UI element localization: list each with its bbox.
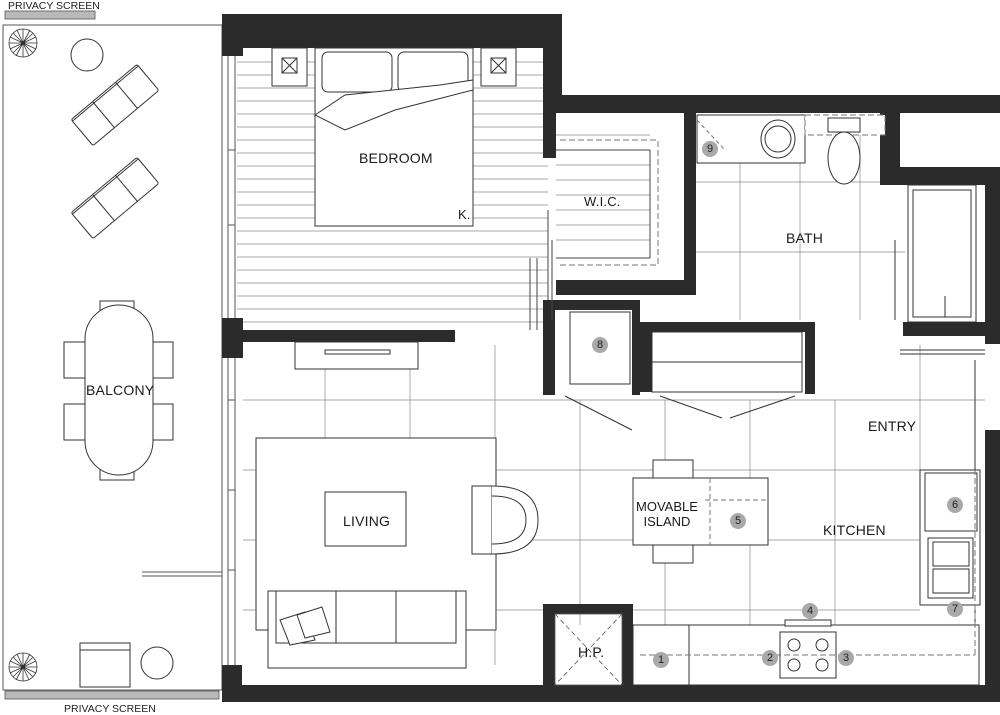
bath-fixtures: [696, 114, 977, 323]
windows: [227, 56, 236, 665]
key-marker-6: 6: [947, 497, 963, 513]
key-marker-9: 9: [702, 141, 718, 157]
room-label-hp: H.P.: [578, 644, 605, 660]
kitchen-counter: [632, 469, 981, 686]
room-label-bedroom: BEDROOM: [359, 150, 433, 166]
privacy-screen-label-top: PRIVACY SCREEN: [8, 0, 100, 12]
bed-size-label: K.: [458, 207, 471, 222]
island-label: MOVABLE ISLAND: [636, 499, 698, 529]
privacy-screen-label-bottom: PRIVACY SCREEN: [64, 703, 156, 715]
bedroom-furniture: [271, 47, 517, 227]
key-marker-4: 4: [802, 603, 818, 619]
tv-cabinet: [294, 341, 419, 370]
plant-icon-bottom: [8, 652, 38, 682]
room-label-balcony: BALCONY: [86, 382, 155, 398]
living-furniture: [255, 437, 539, 669]
balcony-furniture: [63, 38, 174, 688]
walls: [222, 14, 1000, 702]
kitchen-island: [632, 459, 769, 564]
privacy-screen-top: [4, 10, 96, 20]
key-marker-1: 1: [653, 652, 669, 668]
island-label-line1: MOVABLE: [636, 499, 698, 514]
key-marker-8: 8: [592, 337, 608, 353]
key-marker-5: 5: [730, 513, 746, 529]
wic-closet: [529, 139, 659, 330]
room-label-kitchen: KITCHEN: [823, 522, 886, 538]
room-label-bath: BATH: [786, 230, 824, 246]
island-label-line2: ISLAND: [643, 514, 691, 529]
hp-closet: [554, 613, 623, 686]
plant-icon-top: [8, 28, 38, 58]
storage-closet: [569, 311, 803, 393]
key-marker-2: 2: [762, 650, 778, 666]
room-label-entry: ENTRY: [868, 418, 917, 434]
privacy-screen-bottom: [4, 690, 220, 700]
key-marker-3: 3: [838, 650, 854, 666]
key-marker-7: 7: [947, 601, 963, 617]
room-label-living: LIVING: [343, 513, 391, 529]
room-label-wic: W.I.C.: [584, 194, 621, 209]
